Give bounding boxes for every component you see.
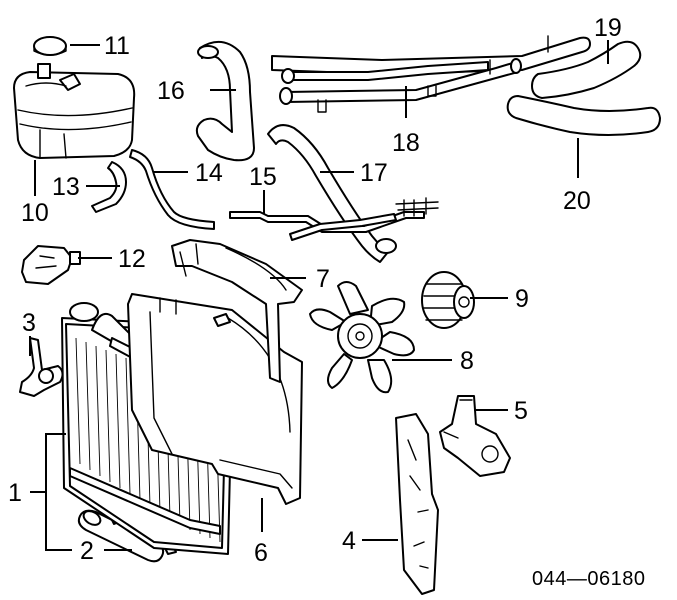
heater-hose-upper-part (531, 40, 642, 99)
leader-lines (29, 40, 609, 551)
lower-pipe-part (267, 124, 397, 263)
callout-20: 20 (563, 187, 591, 215)
reservoir-bracket-part (21, 245, 81, 285)
fan-shroud-upper-part (171, 239, 303, 383)
reservoir-tank-part (13, 63, 136, 159)
diagram-code: 044—06180 (532, 568, 645, 590)
callout-3: 3 (22, 309, 36, 337)
callout-19: 19 (594, 14, 622, 42)
callout-labels: 11 10 13 14 15 16 17 18 19 20 12 3 1 2 7… (8, 14, 622, 567)
callout-4: 4 (342, 527, 356, 555)
callout-9: 9 (515, 285, 529, 313)
callout-8: 8 (460, 347, 474, 375)
callout-16: 16 (157, 77, 185, 105)
air-guide-plate-part (395, 413, 439, 595)
callout-12: 12 (118, 245, 146, 273)
reservoir-cap-part (33, 36, 67, 56)
callout-13: 13 (52, 173, 80, 201)
fan-bracket-part (439, 395, 511, 477)
cooling-fan-part (309, 281, 415, 394)
callout-7: 7 (316, 265, 330, 293)
callout-18: 18 (392, 129, 420, 157)
upper-hose-part (195, 41, 255, 162)
water-pipe-assembly-part (271, 35, 591, 113)
drain-cock-part (19, 337, 64, 397)
overflow-hose-part (91, 161, 127, 213)
heater-hose-lower-part (506, 95, 661, 136)
reservoir-hose-part (129, 149, 215, 230)
callout-17: 17 (360, 159, 388, 187)
callout-5: 5 (514, 397, 528, 425)
callout-15: 15 (249, 163, 277, 191)
callout-11: 11 (104, 32, 130, 60)
callout-6: 6 (254, 539, 268, 567)
callout-1: 1 (8, 479, 22, 507)
callout-10: 10 (21, 199, 49, 227)
fan-clutch-part (421, 271, 475, 329)
callout-14: 14 (195, 159, 223, 187)
bypass-pipe-part (229, 197, 439, 241)
callout-2: 2 (80, 537, 94, 565)
